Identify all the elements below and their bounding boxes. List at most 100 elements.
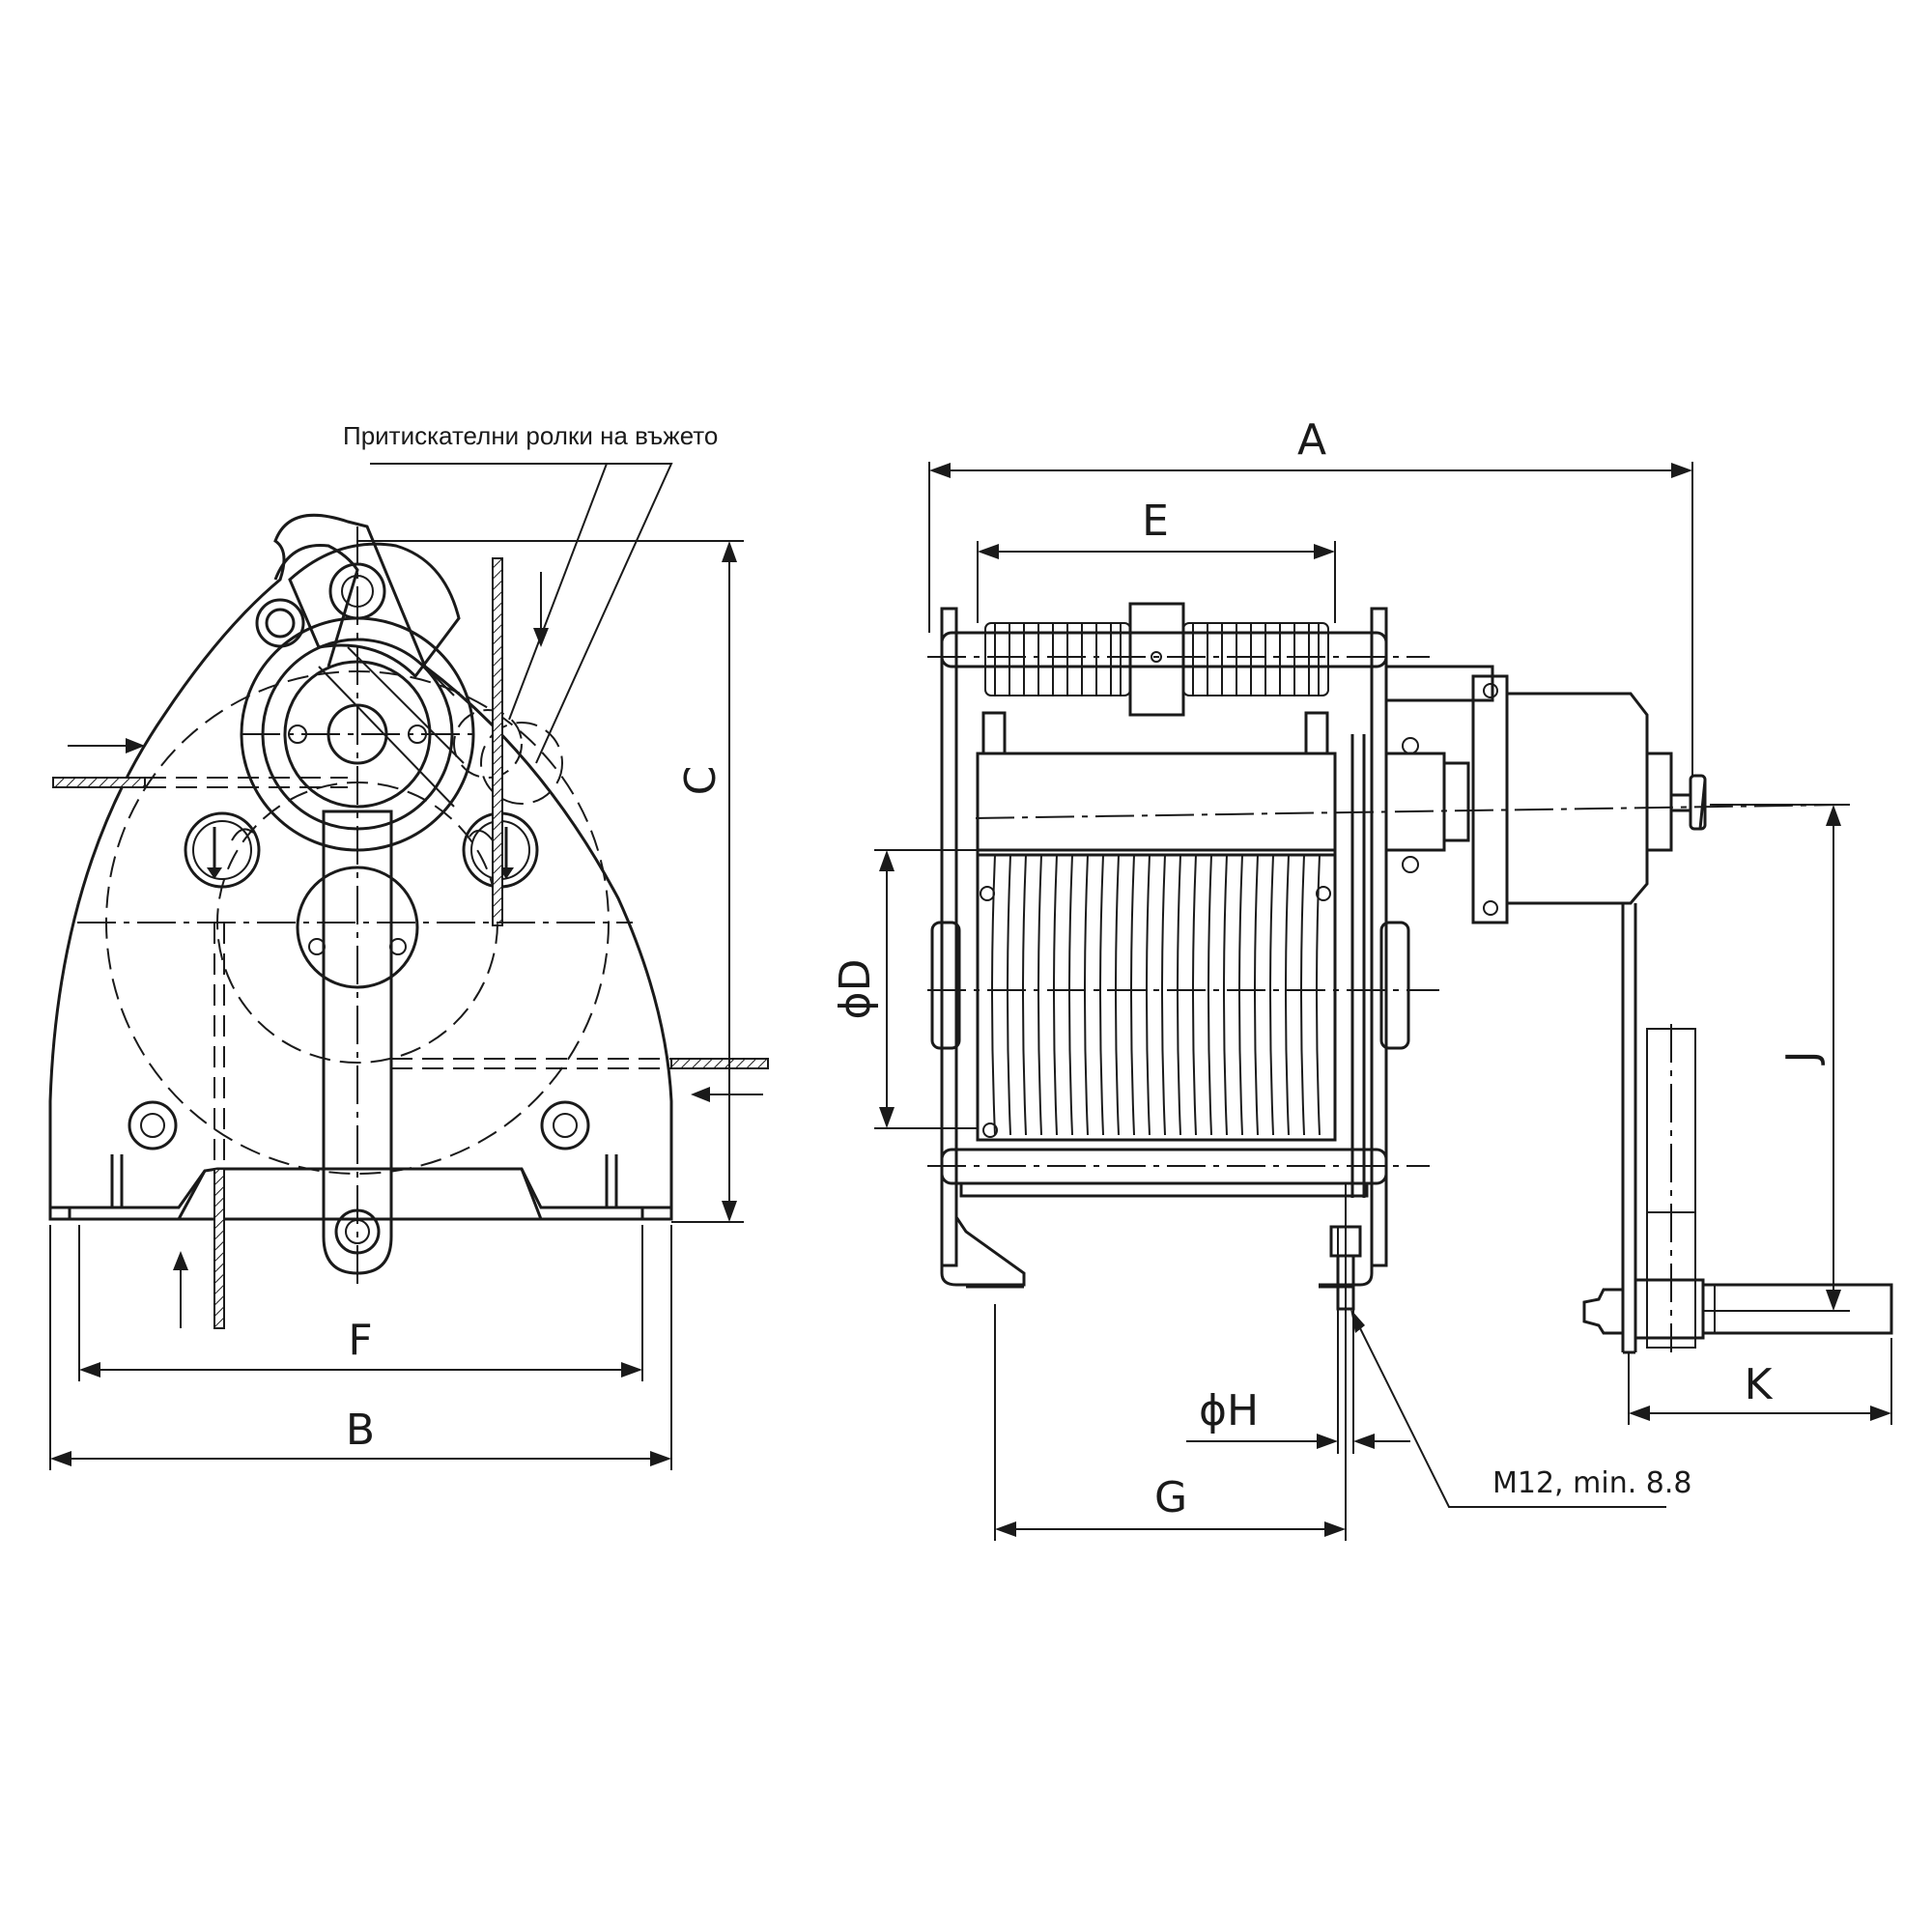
gearbox-body [1505, 692, 1649, 905]
drum-groove [1022, 854, 1027, 1136]
gear-hatch-2 [347, 646, 465, 764]
dim-j-arrow-top [1826, 805, 1841, 826]
top-tie-bar [940, 631, 1388, 668]
lug-hole [255, 598, 305, 648]
dim-c-arrow-bottom [722, 1201, 737, 1222]
spring-block-left [981, 711, 1007, 755]
dim-b-arrow-left [50, 1451, 71, 1466]
spring-block-right [1304, 711, 1329, 755]
arrow-rope-in-right [691, 1087, 763, 1102]
drum-groove [1300, 854, 1305, 1136]
dim-f-arrow-right [621, 1362, 642, 1378]
lug-hole-inner [265, 608, 296, 639]
drum-groove [1130, 854, 1135, 1136]
pressure-roller-dashed-2 [480, 722, 563, 805]
bolt-spec-leader [1354, 1318, 1666, 1508]
drum-groove [1254, 854, 1259, 1136]
dim-c-arrow-top [722, 541, 737, 562]
dim-g-label: G [1154, 1473, 1187, 1522]
drum-groove [1223, 854, 1228, 1136]
drum-groove [1146, 854, 1151, 1136]
bottom-plate [959, 1181, 1369, 1198]
drum-groove [1238, 854, 1243, 1136]
shaft-centerline [975, 804, 1846, 819]
base-foot [97, 1168, 642, 1221]
drum-groove [1053, 854, 1058, 1136]
pressure-roller-bar [976, 752, 1337, 857]
gear-hatch-1 [318, 666, 455, 808]
dim-f-arrow-left [79, 1362, 100, 1378]
gear-hatch-3 [424, 666, 455, 696]
top-shaft [1384, 665, 1494, 702]
gearbox-bolt-top [1483, 683, 1498, 698]
arrow-rope-in-left [68, 738, 145, 753]
handle-sleeve [1634, 1278, 1705, 1340]
drum-bolt-bottom [982, 1122, 998, 1138]
rotate-ccw-icon [184, 811, 261, 889]
dim-j-arrow-bottom [1826, 1290, 1841, 1311]
side-roller-right [1379, 921, 1410, 1050]
callout-label: Притискателни ролки на въжето [343, 421, 718, 450]
dim-d-arrow-top [879, 850, 895, 871]
left-spring [984, 622, 1131, 696]
drum-groove [1161, 854, 1166, 1136]
right-frame-plate [1370, 607, 1388, 1267]
dim-e-arrow-right [1314, 544, 1335, 559]
drum-groove [1068, 854, 1073, 1136]
bolt-spec-arrow [1350, 1309, 1365, 1333]
drum-bolt-top-right [1316, 886, 1331, 901]
dim-k-arrow-right [1870, 1406, 1891, 1421]
dim-j-label: J [1777, 1051, 1827, 1066]
front-view: Притискателни ролки на въжето C F B [48, 421, 769, 1470]
gearbox-bolt-bottom [1483, 900, 1498, 916]
knob-collar [1689, 774, 1707, 831]
drum-groove [1285, 854, 1290, 1136]
dim-c-label: C [676, 766, 725, 796]
dim-b-label: B [346, 1406, 375, 1455]
dim-d-label: ϕD [831, 959, 880, 1020]
drum-groove [1177, 854, 1181, 1136]
drum-bolt-top-left [980, 886, 995, 901]
mount-hole-right [540, 1100, 590, 1151]
dim-h-arrow-left [1317, 1434, 1338, 1449]
arrow-rope-up-bottom [173, 1251, 188, 1328]
handle-nut [1582, 1288, 1625, 1335]
dim-h-label: ϕH [1199, 1386, 1259, 1435]
gearbox-boss [1645, 752, 1673, 852]
drum-groove [1208, 854, 1212, 1136]
drum-groove [1115, 854, 1120, 1136]
callout-leader [370, 463, 673, 764]
dim-b-arrow-right [650, 1451, 671, 1466]
drum-groove [1316, 854, 1321, 1136]
drum-grooves [991, 854, 1321, 1136]
dim-e-label: E [1142, 497, 1169, 546]
dim-a-arrow-right [1671, 463, 1692, 478]
flange-bolt-bottom [1402, 856, 1419, 873]
dim-k-label: K [1745, 1360, 1774, 1409]
left-bracket [940, 1198, 1026, 1287]
right-spring [1182, 622, 1329, 696]
rope-horizontal-right [670, 1058, 769, 1069]
handle-grip [1701, 1283, 1893, 1335]
rope-drum [976, 848, 1337, 1142]
flange-bolt-top [1402, 737, 1419, 754]
spring-center-pin [1151, 651, 1162, 663]
lower-hub [296, 866, 419, 989]
roller-block [288, 542, 461, 679]
side-view: A E ϕD J K ϕH [831, 415, 1893, 1541]
drum-groove [1037, 854, 1042, 1136]
rope-horizontal-left [52, 777, 146, 788]
drum-groove [1269, 854, 1274, 1136]
spring-center-block [1128, 602, 1185, 717]
dim-g-arrow-left [995, 1521, 1016, 1537]
right-bracket [1319, 1198, 1374, 1287]
side-roller-left [930, 921, 961, 1050]
bolt-spec-label: M12, min. 8.8 [1492, 1466, 1691, 1500]
dim-k-arrow-left [1629, 1406, 1650, 1421]
housing-outline [48, 513, 673, 1221]
pressure-roller-dashed [453, 709, 523, 779]
dim-d-arrow-bottom [879, 1107, 895, 1128]
drum-groove [1084, 854, 1089, 1136]
drum-groove [1192, 854, 1197, 1136]
